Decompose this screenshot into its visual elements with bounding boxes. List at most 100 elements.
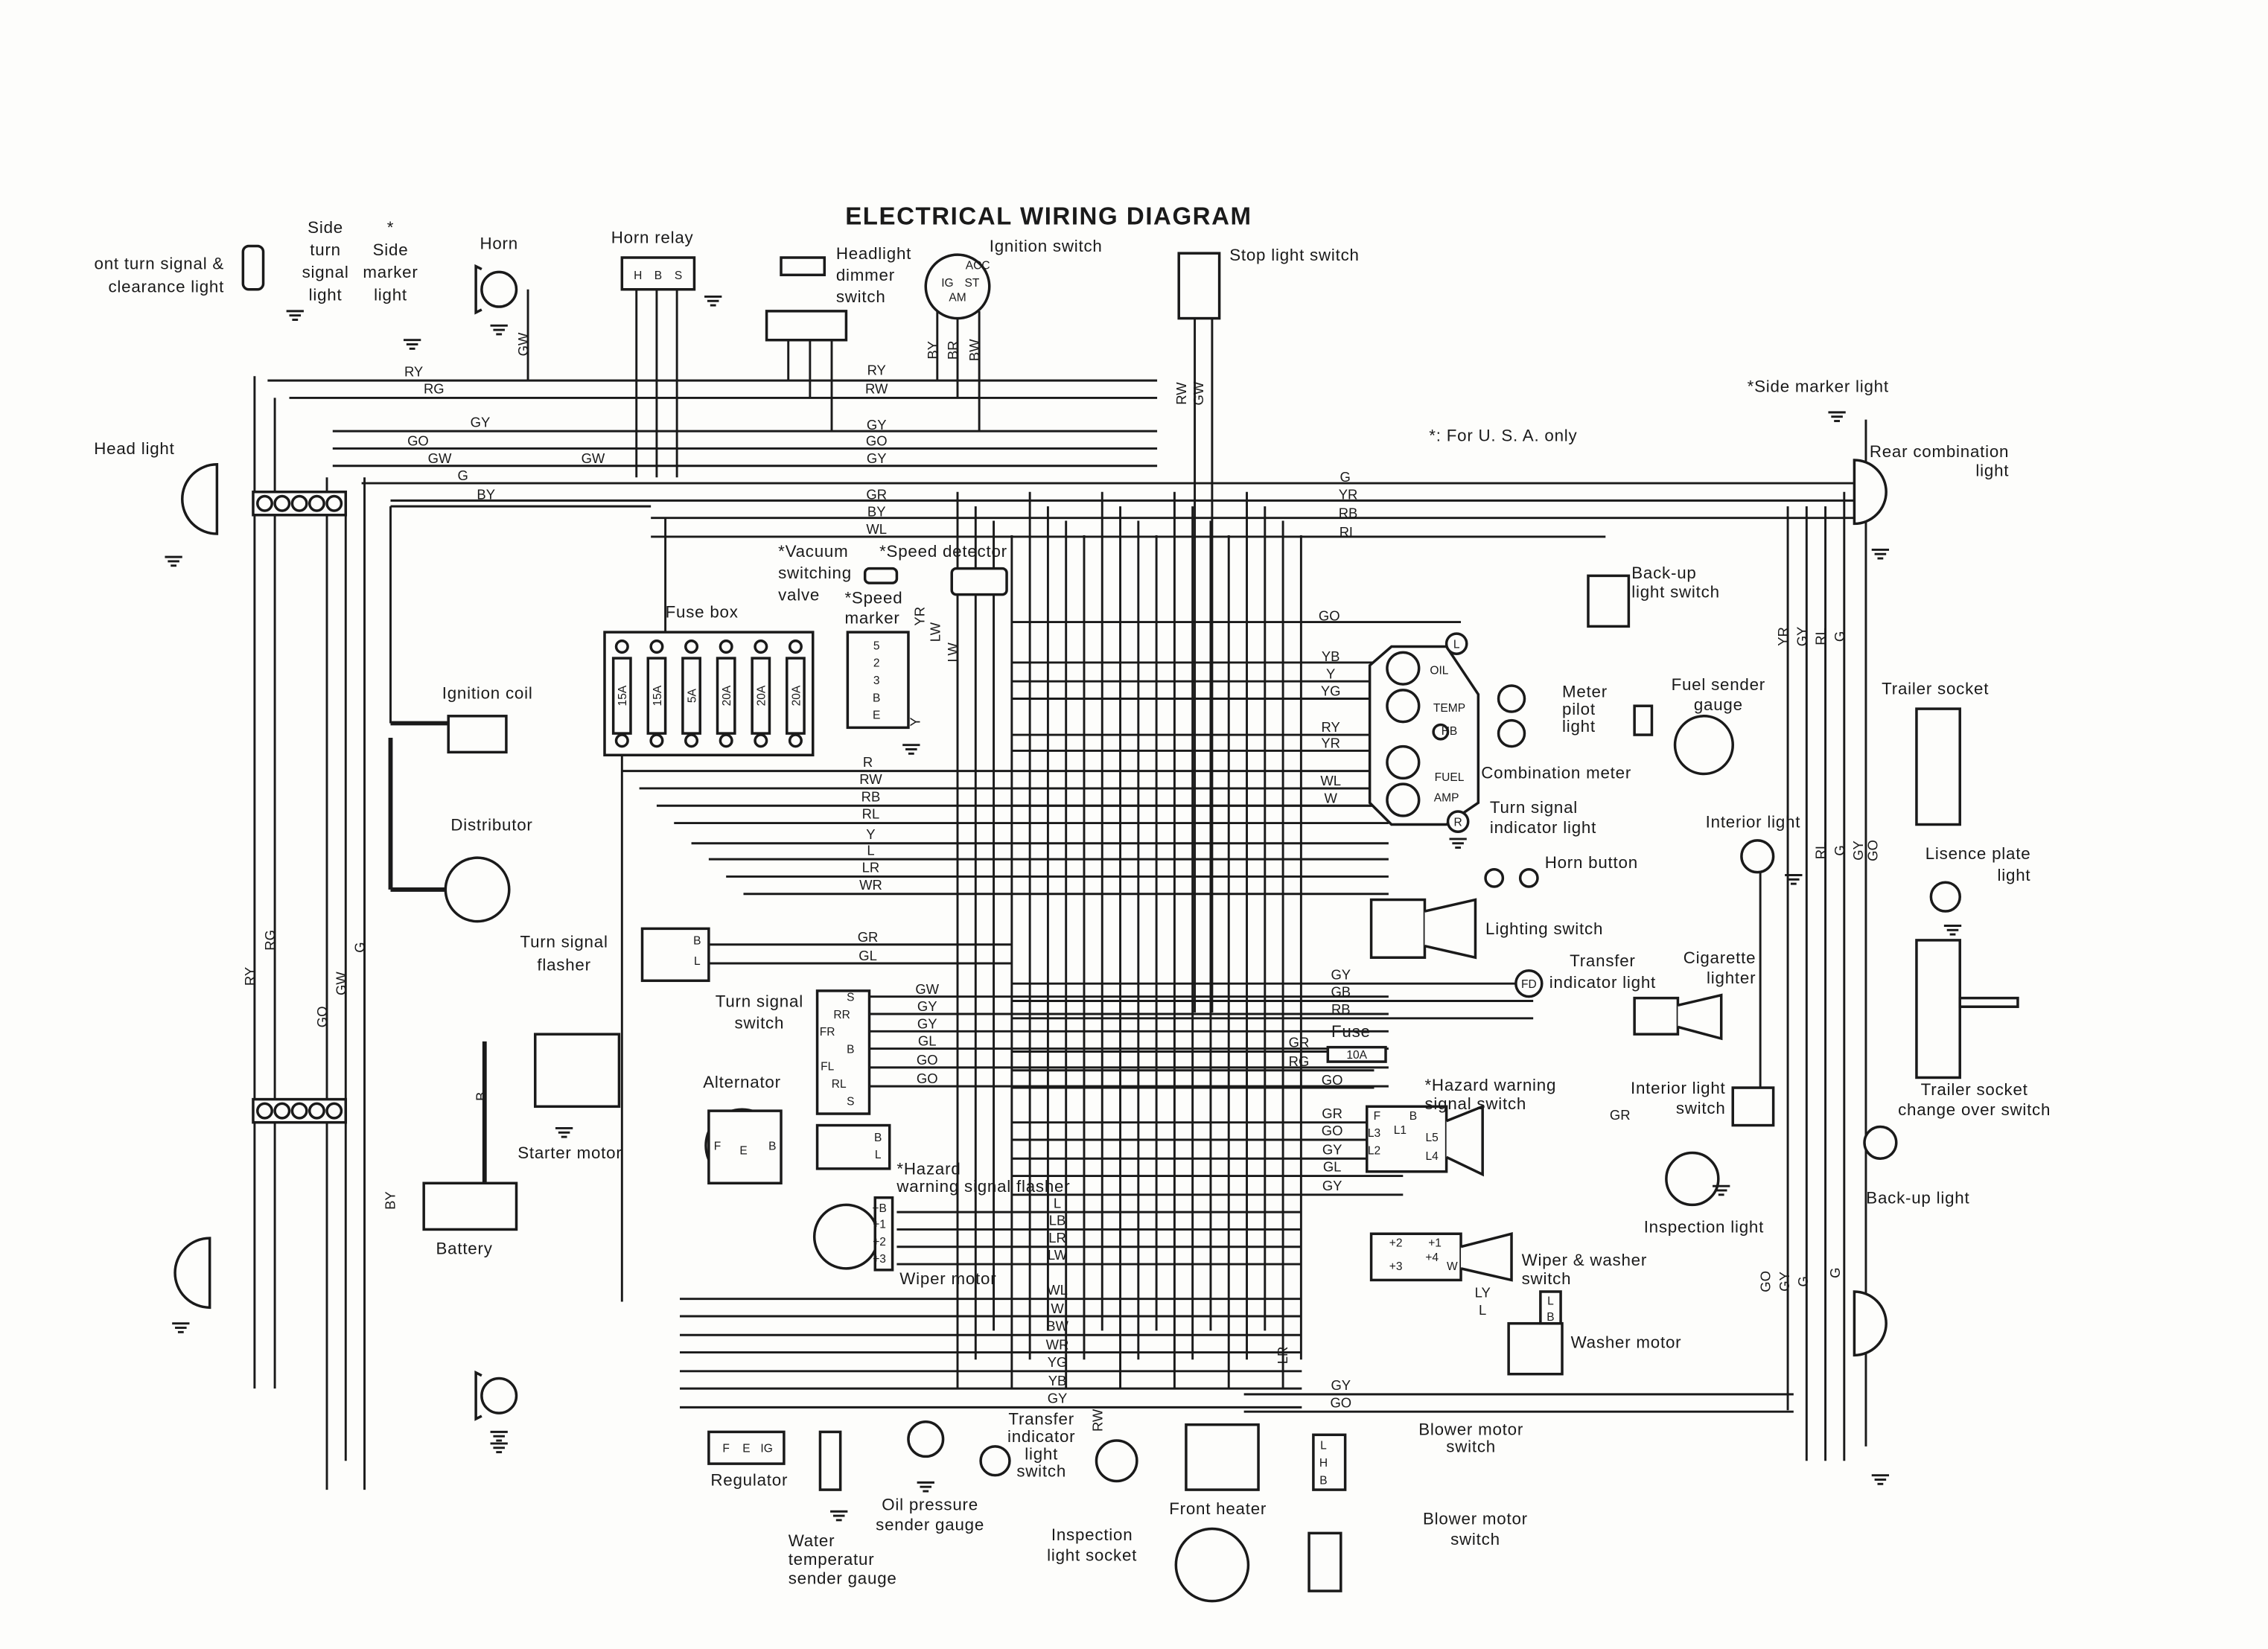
side-turn-signal-light-label: light [309, 285, 343, 304]
turn-signal-switch-terminal: S [847, 1095, 854, 1108]
blower-motor-switch-1-label: Blower motor [1418, 1420, 1523, 1438]
fuse-terminal [614, 639, 629, 654]
hazard-switch-terminal: F [1374, 1110, 1381, 1123]
wire-code-gy: GY [867, 417, 887, 433]
inspection-light-socket-label: Inspection [1051, 1525, 1133, 1544]
speed-marker-terminal: 2 [873, 657, 880, 670]
blower-motor-switch-1-label: switch [1446, 1438, 1496, 1456]
ground-icon [1828, 411, 1846, 422]
wire-code-lw: LW [945, 642, 961, 663]
horn-relay-label: Horn relay [611, 229, 694, 247]
side-marker-light-front-label: marker [363, 263, 418, 281]
hazard-switch-terminal: L4 [1426, 1150, 1439, 1163]
transfer-indicator-light-switch-label: Transfer [1008, 1410, 1074, 1429]
ground-icon [830, 1510, 848, 1522]
connector-pin [273, 1102, 291, 1120]
wire-code-gl: GL [918, 1033, 937, 1049]
fuse-terminal [614, 733, 629, 748]
ground-icon [1785, 874, 1803, 885]
wire-code-by: BY [925, 341, 940, 360]
combination-meter-terminal: OIL [1430, 664, 1448, 677]
wire-code-yr: YR [911, 607, 927, 626]
wiper-washer-switch-label: Wiper & washer [1522, 1251, 1647, 1269]
turn-signal-indicator-light-label: Turn signal [1490, 798, 1578, 817]
combination-meter-terminal: HB [1442, 725, 1458, 738]
water-temperature-sender-gauge-label: temperatur [789, 1550, 875, 1569]
ground-icon [555, 1126, 573, 1138]
wire-code-ry: RY [1322, 719, 1340, 735]
wire-code-lr: LR [862, 860, 880, 875]
oil-pressure-sender-gauge-label: sender gauge [876, 1515, 984, 1534]
wire-code-lb: LB [1049, 1213, 1066, 1228]
trailer-socket-change-over-switch-label: change over switch [1898, 1100, 2051, 1119]
wire-code-go: GO [1322, 1072, 1343, 1088]
wiper-switch-terminal: +4 [1425, 1251, 1439, 1264]
cigarette-lighter-label: lighter [1707, 969, 1756, 987]
wire-code-gw: GW [1191, 381, 1206, 405]
lighting-switch-box [1369, 898, 1427, 959]
turn-signal-flasher-label: flasher [537, 956, 590, 975]
wire-code-yb: YB [1048, 1373, 1067, 1388]
trailer-socket-change-over-switch-label: Trailer socket [1921, 1080, 2028, 1099]
interior-light-switch-icon [1731, 1086, 1775, 1127]
fuse-rating: 5A [686, 688, 698, 703]
wire-code-gy: GY [917, 998, 937, 1014]
usa-only-note: *: For U. S. A. only [1429, 427, 1577, 445]
head-light-label: Head light [94, 439, 174, 458]
wiper-switch-terminal: W [1447, 1260, 1458, 1273]
hazard-switch-terminal: L2 [1368, 1144, 1380, 1157]
ground-icon [1449, 838, 1467, 849]
turn-signal-switch-terminal: S [847, 991, 854, 1004]
meter-gauge [1386, 651, 1421, 686]
horn-relay-terminal: B [654, 269, 662, 282]
wire-code-by: BY [867, 504, 886, 520]
fuse-element [751, 657, 771, 735]
cigarette-lighter-label: Cigarette [1684, 948, 1756, 967]
ground-icon [917, 1481, 934, 1493]
fuse-element [681, 657, 701, 735]
headlight-dimmer-switch-label: Headlight [836, 244, 911, 263]
horn-button-contact [1484, 867, 1505, 888]
interior-light-switch-label: Interior light [1631, 1079, 1726, 1097]
transfer-indicator-light-switch-icon [979, 1445, 1011, 1477]
fuse-rating: 20A [756, 685, 768, 706]
wire-code-rb: RB [861, 788, 881, 804]
wire-code-g: G [1832, 845, 1847, 855]
alternator-terminal: E [739, 1144, 747, 1157]
hazard-warning-signal-flasher-label: *Hazard [896, 1160, 961, 1178]
fuse-box-housing [603, 631, 815, 757]
wire-code-g: G [352, 942, 368, 952]
ignition-switch-terminal: ST [964, 277, 979, 290]
turn-signal-switch-terminal: FR [820, 1026, 835, 1039]
headlight-dimmer-switch-label: dimmer [836, 266, 895, 284]
ground-icon [490, 324, 508, 336]
blower-motor-icon [1174, 1527, 1250, 1603]
combination-meter-terminal: FUEL [1435, 771, 1465, 784]
wire-code-gr: GR [1322, 1106, 1342, 1121]
headlight-dimmer-switch-body [765, 310, 848, 342]
horn-bell [474, 264, 482, 315]
wire-code-gy: GY [917, 1015, 937, 1031]
wire-code-y: Y [1326, 666, 1335, 681]
fuse-terminal [719, 733, 733, 748]
back-up-light-label: Back-up light [1866, 1188, 1969, 1207]
head-light-icon [181, 463, 219, 535]
wire-code-gw: GW [915, 981, 939, 997]
wire-code-gy: GY [1850, 841, 1866, 861]
wire-code-gw: GW [582, 450, 605, 466]
water-temperature-sender-icon [818, 1430, 842, 1491]
speed-marker-label: marker [844, 608, 899, 627]
wiper-switch-terminal: +1 [1428, 1237, 1442, 1250]
connector-pin [256, 1102, 273, 1120]
speed-marker-label: *Speed [844, 588, 902, 607]
license-plate-light-label: Lisence plate [1925, 844, 2031, 863]
wire-code-bw: BW [966, 339, 982, 361]
regulator-box [707, 1430, 786, 1465]
wire-code-gy: GY [1794, 627, 1809, 647]
washer-motor-terminal: L [1547, 1295, 1554, 1307]
turn-signal-indicator-light-label: indicator light [1490, 818, 1596, 837]
hazard-flasher-terminal: L [875, 1149, 882, 1161]
wire-code-bw: BW [1046, 1318, 1068, 1333]
interior-light-icon [1740, 839, 1775, 874]
